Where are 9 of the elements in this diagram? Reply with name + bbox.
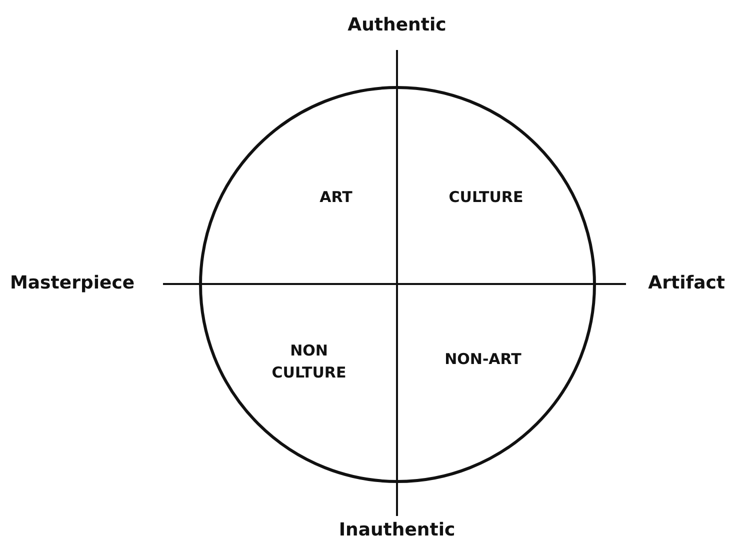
quadrant-label: NON-ART bbox=[444, 349, 522, 370]
quadrant-label: NON CULTURE bbox=[270, 340, 348, 383]
axis-label: Masterpiece bbox=[10, 272, 135, 294]
axis-label: Inauthentic bbox=[338, 520, 456, 540]
quadrant-circle bbox=[199, 86, 596, 483]
quadrant-label: ART bbox=[318, 187, 354, 208]
quadrant-label: CULTURE bbox=[448, 187, 524, 208]
axis-label: Artifact bbox=[648, 272, 725, 294]
axis-label: Authentic bbox=[348, 14, 446, 36]
